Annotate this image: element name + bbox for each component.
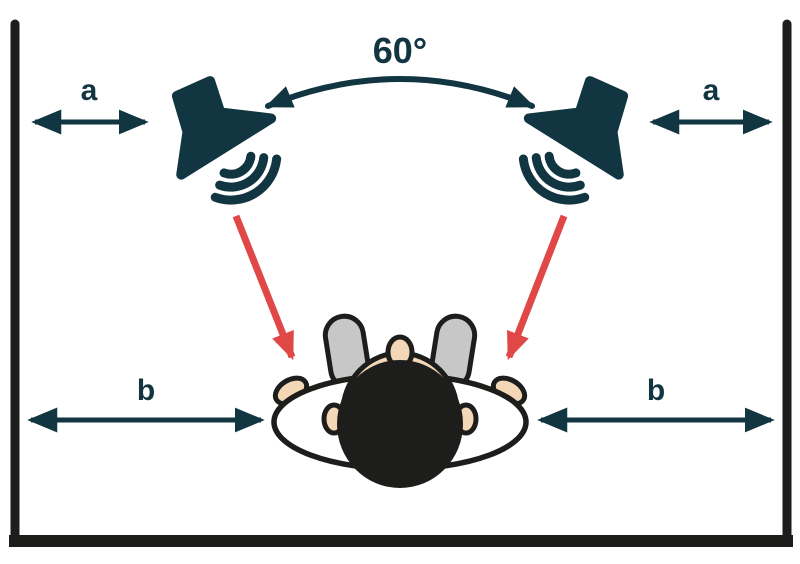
sound-wave-icon <box>215 153 269 192</box>
sound-direction-arrow-right <box>505 214 568 361</box>
speaker-body <box>171 76 277 180</box>
angle-annotation: 60° <box>264 30 536 109</box>
distance-b-right-label: b <box>647 374 665 407</box>
distance-b-left: b <box>27 374 265 433</box>
sound-wave-icon <box>210 154 282 205</box>
sound-direction-arrow-left <box>232 214 296 361</box>
distance-a-left: a <box>31 74 149 135</box>
sound-wave-icon <box>544 151 581 179</box>
left-speaker-icon <box>171 76 282 205</box>
distance-a-left-label: a <box>81 74 98 107</box>
angle-arc-right-half <box>397 76 536 109</box>
distance-b-right: b <box>537 374 775 433</box>
sound-wave-icon <box>518 154 590 205</box>
room-walls <box>9 19 793 547</box>
angle-label: 60° <box>373 30 427 71</box>
sound-wave-icon <box>219 151 256 179</box>
distance-a-right: a <box>649 74 773 135</box>
listener-figure <box>271 313 529 488</box>
speaker-body <box>523 76 629 180</box>
sound-wave-icon <box>531 153 585 192</box>
right-speaker-icon <box>518 76 629 205</box>
distance-a-right-label: a <box>703 74 720 107</box>
angle-arc-left-half <box>264 76 403 109</box>
hair <box>337 360 463 488</box>
distance-b-left-label: b <box>137 374 155 407</box>
